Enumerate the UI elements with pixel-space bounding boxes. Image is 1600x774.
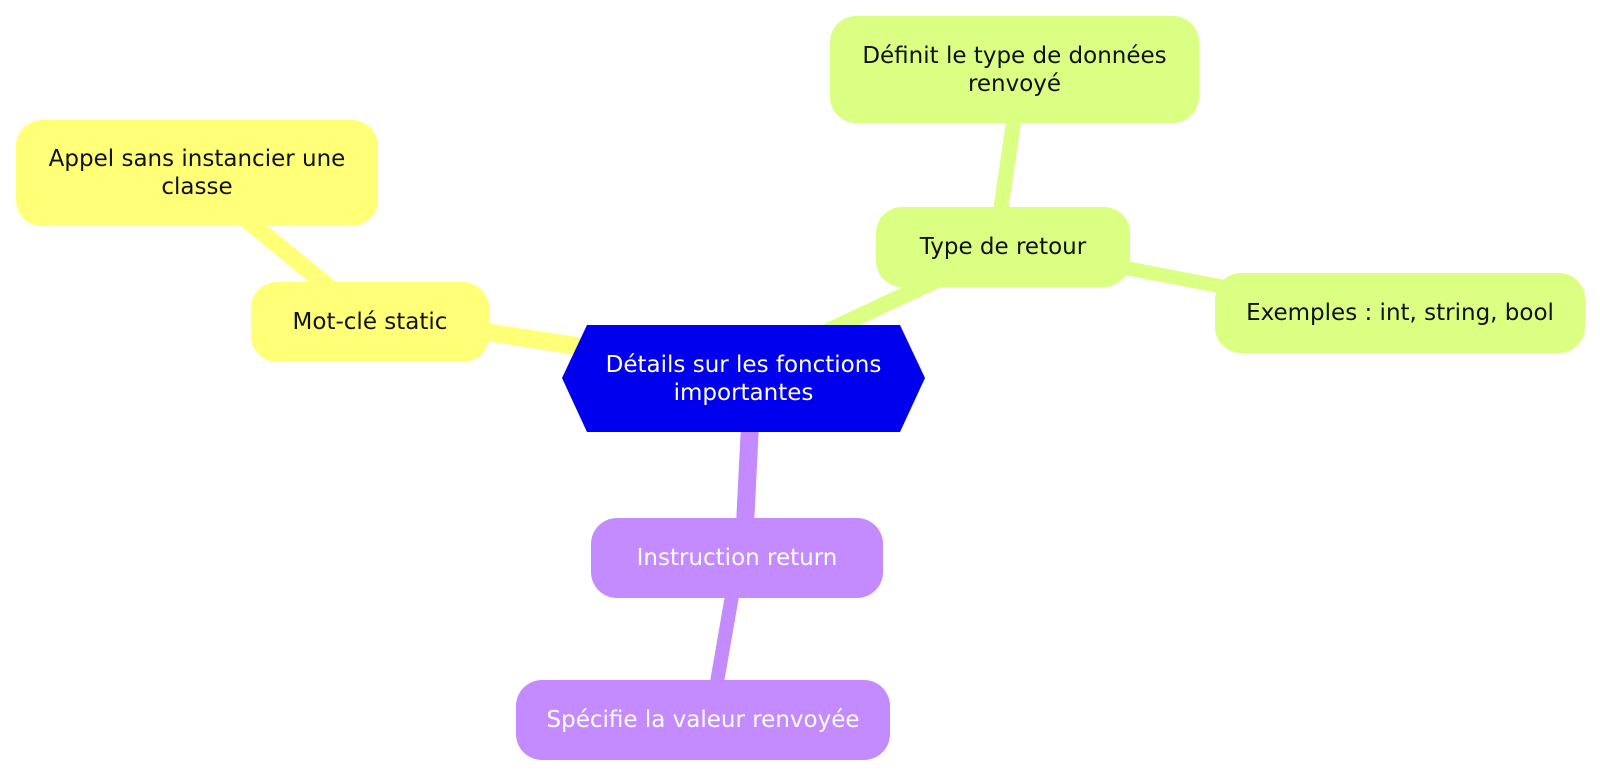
node-return-instr[interactable]: Instruction return <box>591 518 883 598</box>
node-return-type-def[interactable]: Définit le type de données renvoyé <box>830 16 1199 123</box>
root-label: Détails sur les fonctions importantes <box>605 351 882 406</box>
node-static-detail[interactable]: Appel sans instancier une classe <box>16 120 378 226</box>
node-static[interactable]: Mot-clé static <box>251 282 489 362</box>
node-return-type-label: Type de retour <box>919 234 1087 260</box>
node-return-type-def-label: Définit le type de données renvoyé <box>862 42 1167 97</box>
node-return-instr-detail[interactable]: Spécifie la valeur renvoyée <box>516 680 890 760</box>
root-hexagon-shape <box>562 325 925 432</box>
node-return-type-examples-label: Exemples : int, string, bool <box>1246 300 1554 326</box>
node-return-type[interactable]: Type de retour <box>876 207 1130 287</box>
edge-return-type-def <box>992 104 1023 223</box>
edge-root-return-instr <box>736 416 759 534</box>
node-return-type-examples[interactable]: Exemples : int, string, bool <box>1215 273 1585 353</box>
root-node[interactable]: Détails sur les fonctions importantes <box>562 325 925 432</box>
node-static-detail-label: Appel sans instancier une classe <box>48 146 346 200</box>
node-return-instr-label: Instruction return <box>636 545 838 571</box>
node-return-instr-detail-label: Spécifie la valeur renvoyée <box>546 707 860 733</box>
node-static-label: Mot-clé static <box>292 309 448 335</box>
edge-return-instr-detail <box>709 583 740 695</box>
